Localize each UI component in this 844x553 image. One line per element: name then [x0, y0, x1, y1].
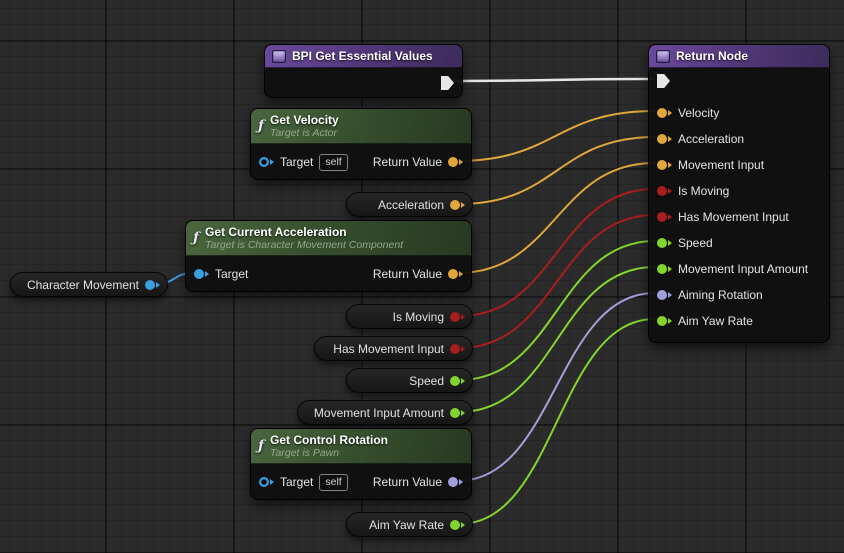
- pin-row-speed[interactable]: Speed: [649, 230, 829, 256]
- interface-function-icon: [272, 49, 286, 63]
- node-get-velocity[interactable]: ƒ Get Velocity Target is Actor Target se…: [250, 108, 472, 180]
- node-get-control-rotation[interactable]: ƒ Get Control Rotation Target is Pawn Ta…: [250, 428, 472, 500]
- pin-row-movement-input[interactable]: Movement Input: [649, 152, 829, 178]
- vector-pin-icon[interactable]: [448, 157, 463, 167]
- pill-label: Is Moving: [392, 309, 444, 324]
- node-character-movement-variable[interactable]: Character Movement: [10, 272, 168, 297]
- bool-pin-icon[interactable]: [450, 343, 465, 354]
- wire-movement-input-amount[interactable]: [458, 266, 656, 413]
- node-return-node[interactable]: Return Node Velocity Acceleration Moveme…: [648, 44, 830, 343]
- pill-label: Has Movement Input: [333, 341, 444, 356]
- node-header[interactable]: ƒ Get Current Acceleration Target is Cha…: [186, 221, 471, 256]
- pin-label: Acceleration: [678, 132, 745, 146]
- node-bpi-get-essential-values[interactable]: BPI Get Essential Values: [264, 44, 463, 98]
- float-pin-icon[interactable]: [657, 264, 672, 274]
- wire-aim-yaw-rate[interactable]: [458, 318, 656, 525]
- pin-label: Movement Input: [678, 158, 765, 172]
- pin-row-aiming-rotation[interactable]: Aiming Rotation: [649, 282, 829, 308]
- rotator-pin-icon[interactable]: [657, 290, 672, 300]
- pin-row-velocity[interactable]: Velocity: [649, 100, 829, 126]
- target-pin-icon[interactable]: [259, 157, 274, 167]
- node-movement-input-amount-pill[interactable]: Movement Input Amount: [297, 400, 473, 425]
- function-icon: ƒ: [258, 438, 265, 454]
- float-pin-icon[interactable]: [450, 375, 465, 386]
- pill-label: Acceleration: [377, 197, 444, 212]
- vector-pin-icon[interactable]: [448, 269, 463, 279]
- node-aim-yaw-rate-pill[interactable]: Aim Yaw Rate: [346, 512, 473, 537]
- pin-label: Speed: [678, 236, 713, 250]
- vector-pin-icon[interactable]: [657, 134, 672, 144]
- function-icon: ƒ: [258, 118, 265, 134]
- pin-label: Aiming Rotation: [678, 288, 763, 302]
- pill-label: Aim Yaw Rate: [369, 517, 444, 532]
- node-speed-pill[interactable]: Speed: [346, 368, 473, 393]
- vector-pin-icon[interactable]: [450, 199, 465, 210]
- bool-pin-icon[interactable]: [657, 186, 672, 196]
- node-title: Get Velocity: [270, 112, 339, 127]
- target-pin-icon[interactable]: [259, 477, 274, 487]
- exec-in-pin[interactable]: [657, 74, 670, 88]
- wire-has-movement-input[interactable]: [458, 214, 656, 349]
- node-subtitle: Target is Actor: [270, 126, 337, 139]
- pin-label: Velocity: [678, 106, 720, 120]
- node-header[interactable]: ƒ Get Velocity Target is Actor: [251, 109, 471, 144]
- bool-pin-icon[interactable]: [450, 311, 465, 322]
- exec-out-pin[interactable]: [441, 76, 454, 90]
- rotator-pin-icon[interactable]: [448, 477, 463, 487]
- pin-label: Aim Yaw Rate: [678, 314, 753, 328]
- wire-exec[interactable]: [449, 77, 654, 83]
- float-pin-icon[interactable]: [450, 519, 465, 530]
- wire-speed[interactable]: [458, 240, 656, 381]
- bool-pin-icon[interactable]: [657, 212, 672, 222]
- pin-label: Movement Input Amount: [678, 262, 809, 276]
- target-pin-icon[interactable]: [194, 269, 209, 279]
- pin-label: Has Movement Input: [678, 210, 789, 224]
- pin-label: Return Value: [372, 475, 442, 489]
- self-value-box[interactable]: self: [319, 153, 348, 171]
- self-value-box[interactable]: self: [319, 473, 348, 491]
- node-title: Get Current Acceleration: [205, 224, 347, 239]
- node-get-current-acceleration[interactable]: ƒ Get Current Acceleration Target is Cha…: [185, 220, 472, 292]
- node-subtitle: Target is Character Movement Component: [205, 238, 404, 251]
- float-pin-icon[interactable]: [657, 238, 672, 248]
- pin-row-has-movement-input[interactable]: Has Movement Input: [649, 204, 829, 230]
- pin-label: Return Value: [372, 267, 442, 281]
- pill-label: Movement Input Amount: [313, 405, 444, 420]
- pill-label: Speed: [409, 373, 444, 388]
- pin-row-movement-input-amount[interactable]: Movement Input Amount: [649, 256, 829, 282]
- function-icon: ƒ: [193, 230, 200, 246]
- vector-pin-icon[interactable]: [657, 160, 672, 170]
- pin-label: Target: [215, 267, 249, 281]
- node-is-moving-pill[interactable]: Is Moving: [346, 304, 473, 329]
- object-pin-icon[interactable]: [145, 279, 160, 290]
- wire-acceleration[interactable]: [458, 136, 656, 205]
- node-title: BPI Get Essential Values: [292, 49, 433, 63]
- vector-pin-icon[interactable]: [657, 108, 672, 118]
- node-header[interactable]: ƒ Get Control Rotation Target is Pawn: [251, 429, 471, 464]
- pin-label: Return Value: [372, 155, 442, 169]
- wire-velocity[interactable]: [455, 110, 656, 162]
- node-subtitle: Target is Pawn: [270, 446, 340, 459]
- pin-label: Target: [280, 475, 314, 489]
- wire-movement-input[interactable]: [456, 162, 656, 274]
- interface-function-icon: [656, 49, 670, 63]
- node-header[interactable]: Return Node: [649, 45, 829, 68]
- wire-aiming-rotation[interactable]: [456, 292, 656, 482]
- wire-is-moving[interactable]: [458, 188, 656, 317]
- float-pin-icon[interactable]: [657, 316, 672, 326]
- node-has-movement-input-pill[interactable]: Has Movement Input: [314, 336, 473, 361]
- pill-label: Character Movement: [26, 277, 139, 292]
- pin-label: Is Moving: [678, 184, 730, 198]
- node-title: Return Node: [676, 49, 748, 63]
- pin-label: Target: [280, 155, 314, 169]
- pin-row-acceleration[interactable]: Acceleration: [649, 126, 829, 152]
- pin-row-is-moving[interactable]: Is Moving: [649, 178, 829, 204]
- float-pin-icon[interactable]: [450, 407, 465, 418]
- pin-row-aim-yaw-rate[interactable]: Aim Yaw Rate: [649, 308, 829, 334]
- node-acceleration-pill[interactable]: Acceleration: [346, 192, 473, 217]
- node-header[interactable]: BPI Get Essential Values: [265, 45, 462, 68]
- node-title: Get Control Rotation: [270, 432, 389, 447]
